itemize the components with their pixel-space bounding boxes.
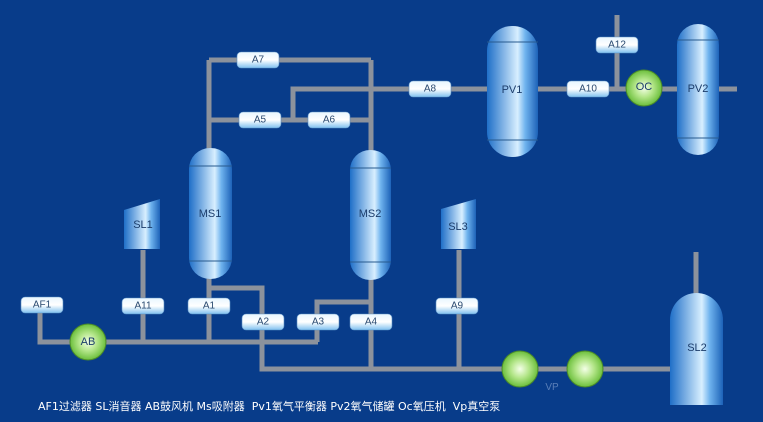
valve-body (121, 297, 165, 315)
valve-label: AF1 (33, 300, 52, 311)
valve-label: A6 (323, 115, 336, 126)
vessel-pv1[interactable]: PV1 (487, 26, 538, 157)
valve-body (296, 313, 340, 331)
valve-a2[interactable]: A2 (241, 313, 285, 331)
ms1-label: MS1 (199, 208, 222, 220)
vessel-ms1[interactable]: MS1 (189, 148, 232, 279)
valve-a11[interactable]: A11 (121, 297, 165, 315)
sl1-label: SL1 (133, 219, 153, 231)
vessel-pv2[interactable]: PV2 (677, 24, 719, 155)
valve-a3[interactable]: A3 (296, 313, 340, 331)
valve-af1[interactable]: AF1 (20, 296, 64, 314)
valve-body (349, 313, 393, 331)
silencer-sl3[interactable]: SL3 (441, 199, 476, 249)
valve-a12[interactable]: A12 (595, 36, 639, 54)
valve-body (408, 80, 452, 98)
pump-vp-1[interactable] (501, 350, 539, 388)
valve-a10[interactable]: A10 (566, 80, 610, 98)
valve-a8[interactable]: A8 (408, 80, 452, 98)
valve-label: A10 (579, 84, 597, 95)
valve-a6[interactable]: A6 (307, 111, 351, 129)
pump-vp-2[interactable] (566, 350, 604, 388)
valve-a1[interactable]: A1 (187, 297, 231, 315)
valve-body (595, 36, 639, 54)
pump-oc[interactable]: OC (625, 69, 663, 107)
valve-label: A1 (203, 301, 216, 312)
valve-body (241, 313, 285, 331)
valve-a9[interactable]: A9 (435, 297, 479, 315)
pump-ab[interactable]: AB (69, 323, 107, 361)
valve-label: A8 (424, 84, 437, 95)
valve-body (566, 80, 610, 98)
valve-label: A5 (254, 115, 267, 126)
vessel-ms2[interactable]: MS2 (350, 150, 391, 280)
valve-label: A2 (257, 317, 270, 328)
valve-label: A9 (451, 301, 464, 312)
valve-body (238, 111, 282, 129)
pv1-label: PV1 (502, 84, 523, 96)
ms2-label: MS2 (359, 208, 382, 220)
legend: AF1过滤器 SL消音器 AB鼓风机 Ms吸附器 Pv1氧气平衡器 Pv2氧气储… (38, 399, 500, 413)
valve-body (307, 111, 351, 129)
valve-label: A12 (608, 40, 626, 51)
valve-label: A7 (252, 55, 265, 66)
valve-a5[interactable]: A5 (238, 111, 282, 129)
pv2-label: PV2 (688, 83, 709, 95)
silencer-sl1[interactable]: SL1 (124, 199, 160, 249)
sl2-label: SL2 (687, 342, 707, 354)
oc-label: OC (636, 81, 653, 93)
valve-body (187, 297, 231, 315)
valve-a4[interactable]: A4 (349, 313, 393, 331)
valve-label: A11 (134, 301, 151, 312)
sl3-label: SL3 (448, 221, 468, 233)
ab-label: AB (81, 336, 96, 348)
vessel-sl2[interactable]: SL2 (670, 293, 723, 405)
vp-label: VP (545, 382, 559, 393)
valve-body (236, 51, 280, 69)
valve-a7[interactable]: A7 (236, 51, 280, 69)
valve-body (20, 296, 64, 314)
valve-body (435, 297, 479, 315)
valve-label: A3 (312, 317, 325, 328)
valve-label: A4 (365, 317, 378, 328)
